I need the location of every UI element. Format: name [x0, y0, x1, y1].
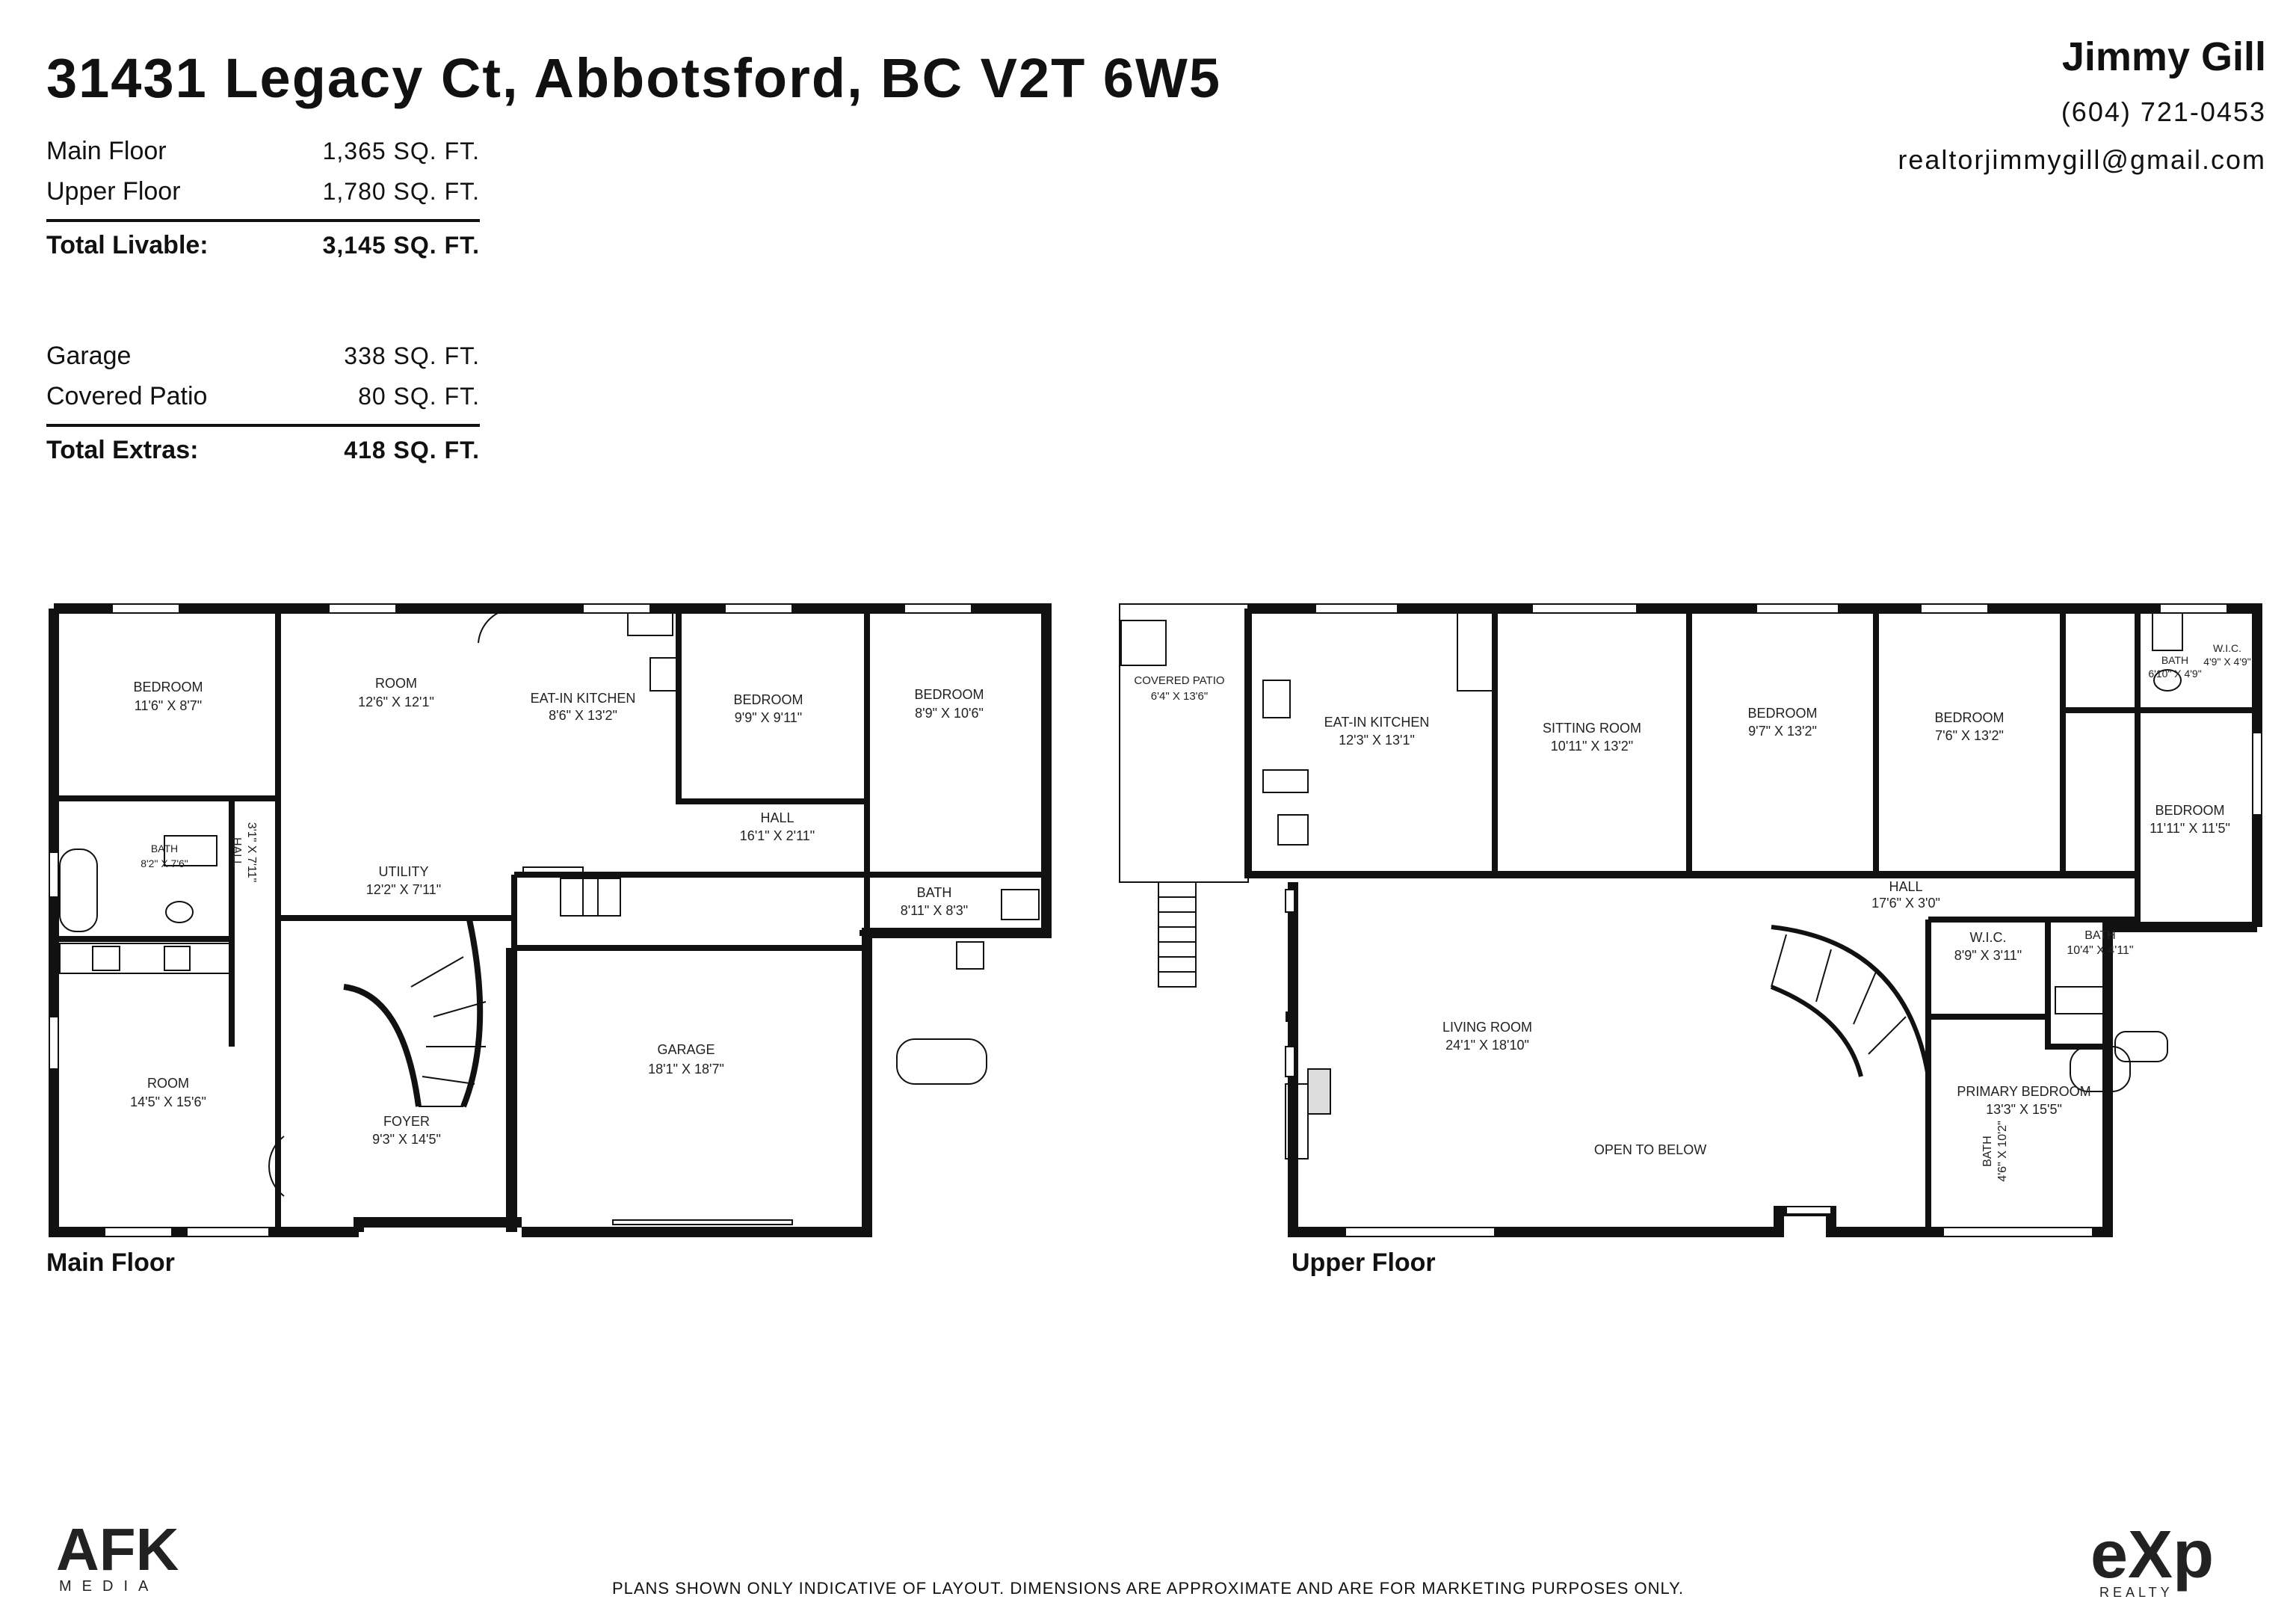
room-name: BATH — [151, 843, 178, 854]
property-address: 31431 Legacy Ct, Abbotsford, BC V2T 6W5 — [46, 47, 1222, 109]
area-label: Upper Floor — [46, 176, 181, 206]
agent-phone[interactable]: (604) 721-0453 — [2061, 96, 2266, 127]
room-dim: 8'9" X 3'11" — [1954, 948, 2022, 963]
logo-sub: REALTY — [2099, 1585, 2173, 1600]
upper-floor-label: Upper Floor — [1292, 1248, 1436, 1277]
area-value: 418 SQ. FT. — [344, 436, 480, 464]
area-label: Covered Patio — [46, 381, 208, 410]
area-value: 1,780 SQ. FT. — [322, 177, 480, 205]
room-name: UTILITY — [378, 864, 428, 879]
room-name: BEDROOM — [733, 692, 803, 707]
room-name: OPEN TO BELOW — [1594, 1142, 1706, 1157]
room-name: ROOM — [147, 1076, 189, 1091]
area-row-upper-floor: Upper Floor 1,780 SQ. FT. — [46, 171, 480, 212]
logo-mark: AFK — [56, 1518, 179, 1583]
exp-realty-logo: eXp REALTY — [2090, 1518, 2214, 1600]
room-dim: 11'6" X 8'7" — [135, 698, 202, 713]
room-name: FOYER — [383, 1114, 430, 1129]
room-name: BATH — [2084, 929, 2115, 942]
room-dim: 7'6" X 13'2" — [1935, 728, 2004, 743]
room-dim: 12'2" X 7'11" — [366, 882, 441, 897]
area-label: Main Floor — [46, 136, 167, 165]
room-dim: 9'7" X 13'2" — [1748, 724, 1817, 739]
room-dim: 8'2" X 7'6" — [141, 857, 188, 869]
room-name: BEDROOM — [2155, 803, 2224, 818]
room-name: W.I.C. — [2213, 642, 2241, 654]
room-dim: 4'9" X 4'9" — [2203, 656, 2251, 668]
agent-email[interactable]: realtorjimmygill@gmail.com — [1898, 144, 2266, 175]
room-name: BATH — [917, 885, 952, 900]
area-value: 1,365 SQ. FT. — [322, 137, 480, 164]
area-row-main-floor: Main Floor 1,365 SQ. FT. — [46, 131, 480, 171]
room-name: PRIMARY BEDROOM — [1957, 1084, 2090, 1099]
afk-media-logo: AFK MEDIA — [56, 1518, 179, 1592]
room-dim: 3'1" X 7'11" — [245, 822, 258, 882]
room-dim: 9'9" X 9'11" — [735, 710, 802, 725]
area-value: 3,145 SQ. FT. — [322, 231, 480, 259]
room-dim: 18'1" X 18'7" — [648, 1062, 724, 1077]
area-label: Total Livable: — [46, 230, 209, 259]
agent-name: Jimmy Gill — [2061, 34, 2266, 79]
room-dim: 10'4" X 4'11" — [2067, 944, 2133, 957]
room-dim: 6'10" X 4'9" — [2148, 668, 2201, 680]
logo-sub: MEDIA — [59, 1578, 158, 1592]
room-name: BEDROOM — [1934, 710, 2004, 725]
area-value: 338 SQ. FT. — [344, 342, 480, 369]
room-dim: 24'1" X 18'10" — [1445, 1038, 1529, 1053]
room-name: BEDROOM — [914, 687, 984, 702]
room-name: HALL — [1889, 879, 1922, 894]
upper-floor-plan: COVERED PATIO 6'4" X 13'6" EAT-IN KITCHE… — [1119, 603, 2262, 1237]
room-name: EAT-IN KITCHEN — [531, 691, 636, 706]
room-dim: 11'11" X 11'5" — [2150, 821, 2230, 836]
room-dim: 8'6" X 13'2" — [549, 708, 617, 723]
room-name: GARAGE — [657, 1042, 715, 1057]
area-summary: Main Floor 1,365 SQ. FT. Upper Floor 1,7… — [46, 131, 480, 473]
main-floor-plan: BEDROOM 11'6" X 8'7" ROOM 12'6" X 12'1" … — [49, 603, 1052, 1237]
room-name: BEDROOM — [1747, 706, 1817, 721]
area-label: Total Extras: — [46, 435, 199, 464]
room-name: SITTING ROOM — [1543, 721, 1641, 736]
room-dim: 12'6" X 12'1" — [358, 695, 434, 709]
area-row-garage: Garage 338 SQ. FT. — [46, 336, 480, 376]
room-dim: 10'11" X 13'2" — [1551, 739, 1633, 754]
area-label: Garage — [46, 341, 132, 370]
room-dim: 8'11" X 8'3" — [901, 903, 968, 918]
area-row-covered-patio: Covered Patio 80 SQ. FT. — [46, 376, 480, 416]
disclaimer: PLANS SHOWN ONLY INDICATIVE OF LAYOUT. D… — [611, 1579, 1685, 1598]
room-name: EAT-IN KITCHEN — [1324, 715, 1430, 730]
room-dim: 6'4" X 13'6" — [1151, 690, 1208, 703]
main-floor-label: Main Floor — [46, 1248, 175, 1277]
area-row-total-livable: Total Livable: 3,145 SQ. FT. — [46, 219, 480, 268]
room-dim: 8'9" X 10'6" — [915, 706, 984, 721]
room-name: ROOM — [375, 676, 417, 691]
room-dim: 13'3" X 15'5" — [1986, 1102, 2062, 1117]
room-dim: 16'1" X 2'11" — [740, 828, 815, 843]
room-dim: 17'6" X 3'0" — [1871, 896, 1940, 911]
area-value: 80 SQ. FT. — [358, 382, 480, 410]
room-dim: 9'3" X 14'5" — [372, 1132, 441, 1147]
room-name: BEDROOM — [133, 680, 203, 695]
room-dim: 12'3" X 13'1" — [1339, 733, 1415, 748]
room-name: W.I.C. — [1970, 930, 2007, 945]
room-name: HALL — [760, 810, 794, 825]
logo-mark: eXp — [2090, 1518, 2214, 1592]
room-name: HALL — [230, 837, 243, 867]
area-row-total-extras: Total Extras: 418 SQ. FT. — [46, 424, 480, 473]
room-name: BATH — [2161, 654, 2188, 666]
room-dim: 4'6" X 10'2" — [1996, 1121, 2009, 1182]
agent-contact: Jimmy Gill (604) 721-0453 realtorjimmygi… — [1898, 34, 2266, 176]
room-name: COVERED PATIO — [1134, 674, 1224, 687]
room-dim: 14'5" X 15'6" — [130, 1094, 206, 1109]
room-name: LIVING ROOM — [1442, 1020, 1532, 1035]
room-name: BATH — [1981, 1136, 1994, 1166]
